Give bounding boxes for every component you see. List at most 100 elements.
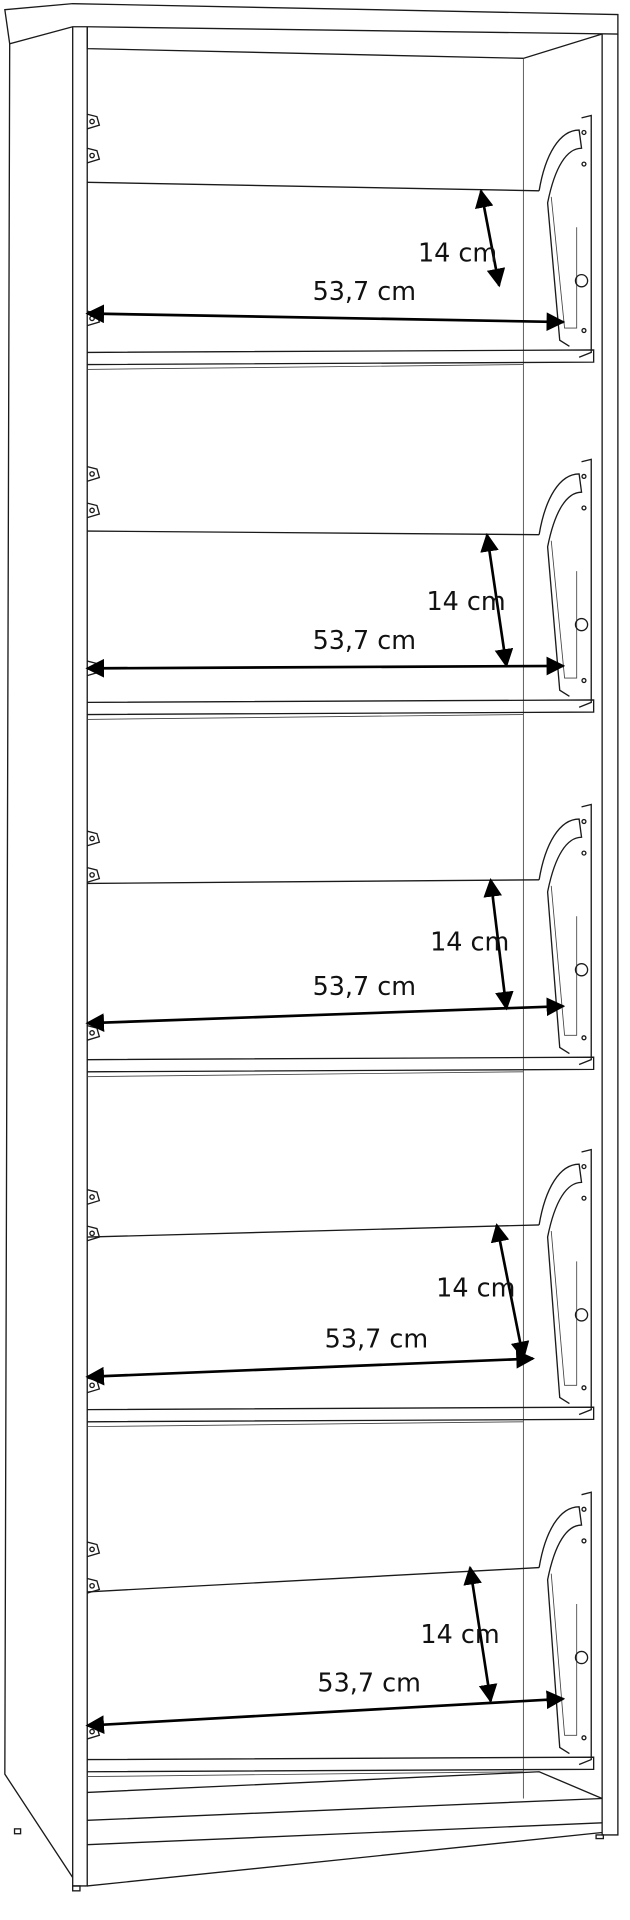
hinge-arm — [538, 818, 583, 1055]
height-dimension-arrow — [483, 877, 514, 1011]
hinge-pivot — [574, 617, 589, 632]
shelf-plate — [87, 699, 595, 716]
screw-hole — [89, 835, 95, 842]
mounting-bracket — [87, 502, 101, 519]
hinge-arm-inner — [550, 196, 578, 329]
screw-hole — [89, 118, 95, 125]
width-dimension-label: 53,7 cm — [325, 1325, 428, 1355]
compartment: 14 cm 53,7 cm — [85, 1148, 595, 1428]
hinge-pivot — [574, 1308, 589, 1322]
bottom-shelf — [87, 1771, 603, 1822]
shelf-edge — [87, 1771, 524, 1778]
hinge-arm — [538, 129, 583, 347]
flap-top-edge — [87, 530, 540, 536]
width-dimension-arrow — [85, 997, 566, 1032]
width-dimension-label: 53,7 cm — [313, 277, 416, 307]
screw-hole — [89, 1030, 95, 1036]
flap-top-edge — [87, 1224, 540, 1238]
screw-hole — [89, 1546, 95, 1553]
shelf-edge — [87, 1071, 524, 1078]
screw-hole — [89, 471, 95, 477]
screw-hole — [89, 872, 95, 878]
width-dimension-arrow — [85, 1349, 535, 1386]
hinge-screw — [581, 1163, 587, 1170]
screw-hole — [89, 1230, 95, 1237]
height-dimension-label: 14 cm — [420, 1620, 499, 1650]
hinge-pivot — [574, 273, 589, 288]
hinge-screw — [581, 1385, 587, 1391]
hinge-arm-inner — [550, 540, 578, 679]
height-dimension-arrow — [490, 1223, 530, 1361]
hinge-arm-inner — [550, 1230, 578, 1386]
right-front-edge — [601, 34, 619, 1836]
hinge-plate — [578, 1491, 592, 1766]
hinge-arm-inner — [550, 1573, 578, 1736]
mounting-bracket — [87, 465, 101, 482]
shelf-plate — [87, 1756, 595, 1773]
hinge-arm-inner — [550, 885, 578, 1036]
shelf-edge — [87, 1421, 524, 1428]
screw-hole — [89, 1582, 95, 1589]
shelf-plate — [87, 349, 595, 366]
hinge-screw — [581, 1195, 587, 1201]
hinge-screw — [581, 505, 587, 511]
height-dimension-label: 14 cm — [418, 238, 497, 268]
mounting-bracket — [87, 1541, 101, 1558]
hinge-screw — [581, 161, 587, 167]
hinge-pivot — [574, 962, 589, 977]
compartment: 14 cm 53,7 cm — [85, 803, 595, 1078]
mounting-bracket — [87, 147, 101, 164]
hinge-screw — [581, 677, 587, 684]
hinge-screw — [581, 129, 587, 136]
width-dimension-arrow — [85, 1690, 566, 1734]
height-dimension-label: 14 cm — [426, 587, 505, 617]
screw-hole — [89, 1382, 95, 1389]
hinge-screw — [581, 818, 587, 825]
hinge-screw — [581, 1506, 587, 1512]
screw-hole — [89, 315, 95, 322]
foot — [72, 1885, 81, 1892]
width-dimension-label: 53,7 cm — [313, 626, 416, 656]
hinge-arm — [538, 1506, 583, 1755]
mounting-bracket — [87, 1377, 101, 1394]
cabinet-frame — [4, 2, 619, 1892]
left-front-edge — [72, 26, 88, 1887]
hinge-plate — [578, 458, 592, 708]
width-dimension-label: 53,7 cm — [313, 972, 416, 1002]
screw-hole — [89, 507, 95, 514]
mounting-bracket — [87, 1189, 101, 1205]
screw-hole — [89, 1194, 95, 1200]
mounting-bracket — [87, 1024, 101, 1041]
hinge-plate — [578, 803, 592, 1066]
mounting-bracket — [87, 866, 101, 883]
hinge-plate — [578, 1148, 592, 1416]
height-dimension-arrow — [474, 188, 506, 288]
hinge-screw — [581, 327, 587, 334]
hinge-screw — [581, 1035, 587, 1041]
height-dimension-label: 14 cm — [436, 1274, 515, 1304]
height-dimension-arrow — [480, 532, 514, 668]
height-dimension-label: 14 cm — [430, 927, 509, 957]
height-dimension-arrow — [463, 1565, 498, 1704]
shelf-plate — [87, 1056, 595, 1073]
plinth-top — [87, 1822, 603, 1846]
shelf-plate — [87, 1406, 595, 1423]
width-dimension-arrow — [85, 656, 566, 678]
top-board — [4, 2, 619, 45]
shelf-edge — [87, 364, 524, 370]
hinge-screw — [581, 1538, 587, 1544]
mounting-bracket — [87, 113, 101, 130]
flap-top-edge — [87, 181, 540, 192]
width-dimension-arrow — [85, 304, 566, 332]
width-dimension-label: 53,7 cm — [317, 1669, 420, 1699]
hinge-arm — [538, 473, 583, 697]
hinge-screw — [581, 850, 587, 856]
mounting-bracket — [87, 830, 101, 847]
screw-hole — [89, 152, 95, 159]
plinth-bottom — [87, 1831, 603, 1887]
flap-top-edge — [87, 879, 540, 885]
